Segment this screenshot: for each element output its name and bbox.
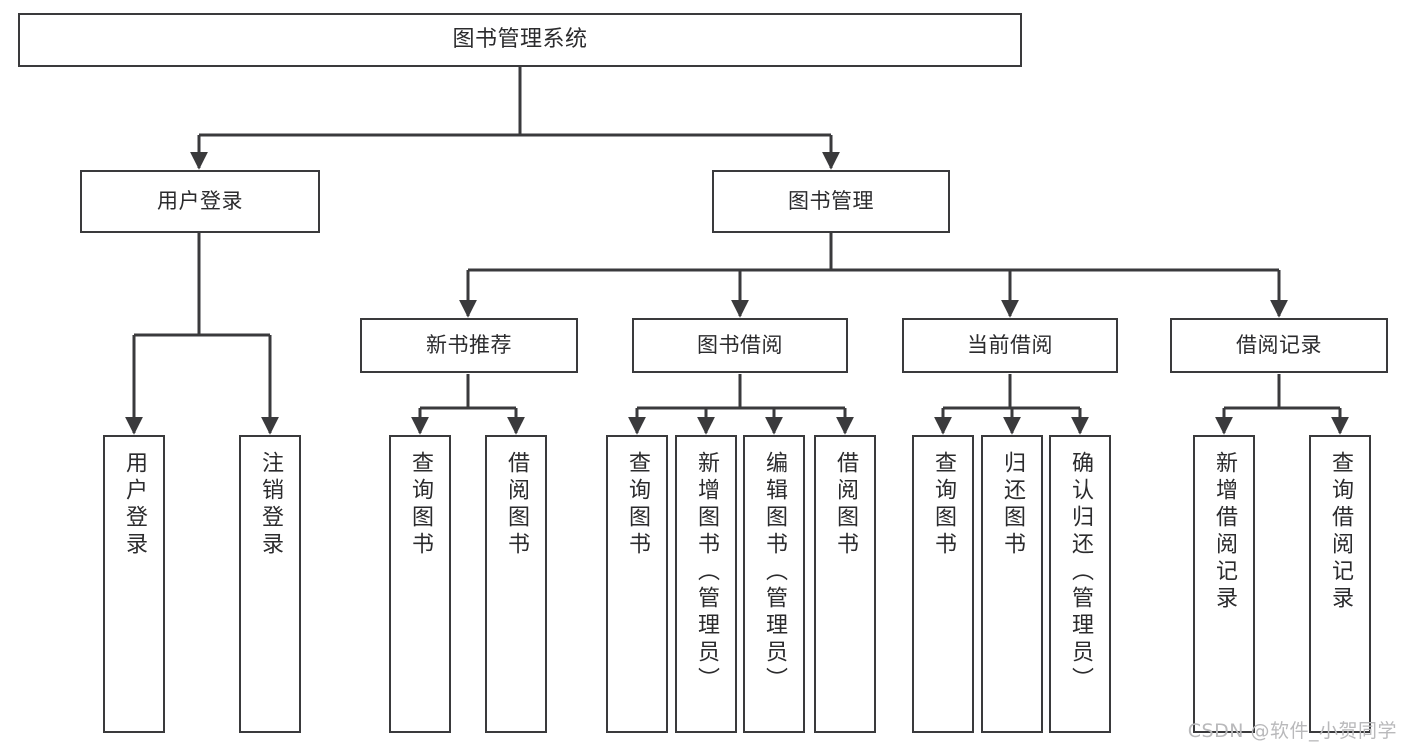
- leaf-logout[interactable]: 注销登录: [239, 435, 301, 733]
- node-user-login[interactable]: 用户登录: [80, 170, 320, 233]
- leaf-query-book-borrow[interactable]: 查询图书: [606, 435, 668, 733]
- node-label: 借阅图书: [833, 451, 858, 559]
- node-borrow-record[interactable]: 借阅记录: [1170, 318, 1388, 373]
- node-label: 新书推荐: [426, 333, 512, 358]
- node-label: 图书管理系统: [452, 27, 588, 53]
- node-root-system[interactable]: 图书管理系统: [18, 13, 1022, 67]
- node-label: 归还图书: [1000, 451, 1025, 559]
- node-book-management[interactable]: 图书管理: [712, 170, 950, 233]
- watermark: CSDN @软件_小贺同学: [1187, 720, 1397, 742]
- node-label: 当前借阅: [967, 333, 1053, 358]
- node-current-borrow[interactable]: 当前借阅: [902, 318, 1118, 373]
- leaf-edit-book-admin[interactable]: 编辑图书（管理员）: [743, 435, 805, 733]
- node-label: 用户登录: [157, 189, 243, 214]
- node-label: 用户登录: [122, 451, 147, 559]
- node-label: 新增图书（管理员）: [694, 451, 719, 694]
- leaf-user-login[interactable]: 用户登录: [103, 435, 165, 733]
- node-new-book-recommend[interactable]: 新书推荐: [360, 318, 578, 373]
- leaf-query-borrow-record[interactable]: 查询借阅记录: [1309, 435, 1371, 733]
- leaf-query-book-recommend[interactable]: 查询图书: [389, 435, 451, 733]
- node-label: 查询借阅记录: [1328, 451, 1353, 613]
- leaf-add-borrow-record[interactable]: 新增借阅记录: [1193, 435, 1255, 733]
- node-label: 编辑图书（管理员）: [762, 451, 787, 694]
- node-label: 借阅记录: [1236, 333, 1322, 358]
- leaf-confirm-return-admin[interactable]: 确认归还（管理员）: [1049, 435, 1111, 733]
- leaf-borrow-book-recommend[interactable]: 借阅图书: [485, 435, 547, 733]
- node-label: 确认归还（管理员）: [1068, 451, 1093, 694]
- node-label: 查询图书: [625, 451, 650, 559]
- node-label: 查询图书: [408, 451, 433, 559]
- node-book-borrow[interactable]: 图书借阅: [632, 318, 848, 373]
- node-label: 图书管理: [788, 189, 874, 214]
- leaf-query-book-current[interactable]: 查询图书: [912, 435, 974, 733]
- node-label: 查询图书: [931, 451, 956, 559]
- leaf-add-book-admin[interactable]: 新增图书（管理员）: [675, 435, 737, 733]
- node-label: 图书借阅: [697, 333, 783, 358]
- leaf-borrow-book[interactable]: 借阅图书: [814, 435, 876, 733]
- node-label: 新增借阅记录: [1212, 451, 1237, 613]
- node-label: 借阅图书: [504, 451, 529, 559]
- leaf-return-book[interactable]: 归还图书: [981, 435, 1043, 733]
- node-label: 注销登录: [258, 451, 283, 559]
